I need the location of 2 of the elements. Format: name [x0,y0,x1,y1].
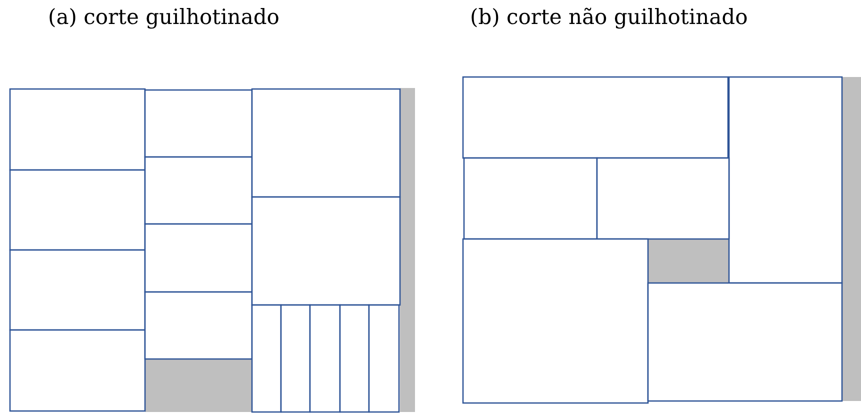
panel-caption: (a) corte guilhotinado [48,5,280,29]
panel-caption: (b) corte não guilhotinado [470,5,748,29]
